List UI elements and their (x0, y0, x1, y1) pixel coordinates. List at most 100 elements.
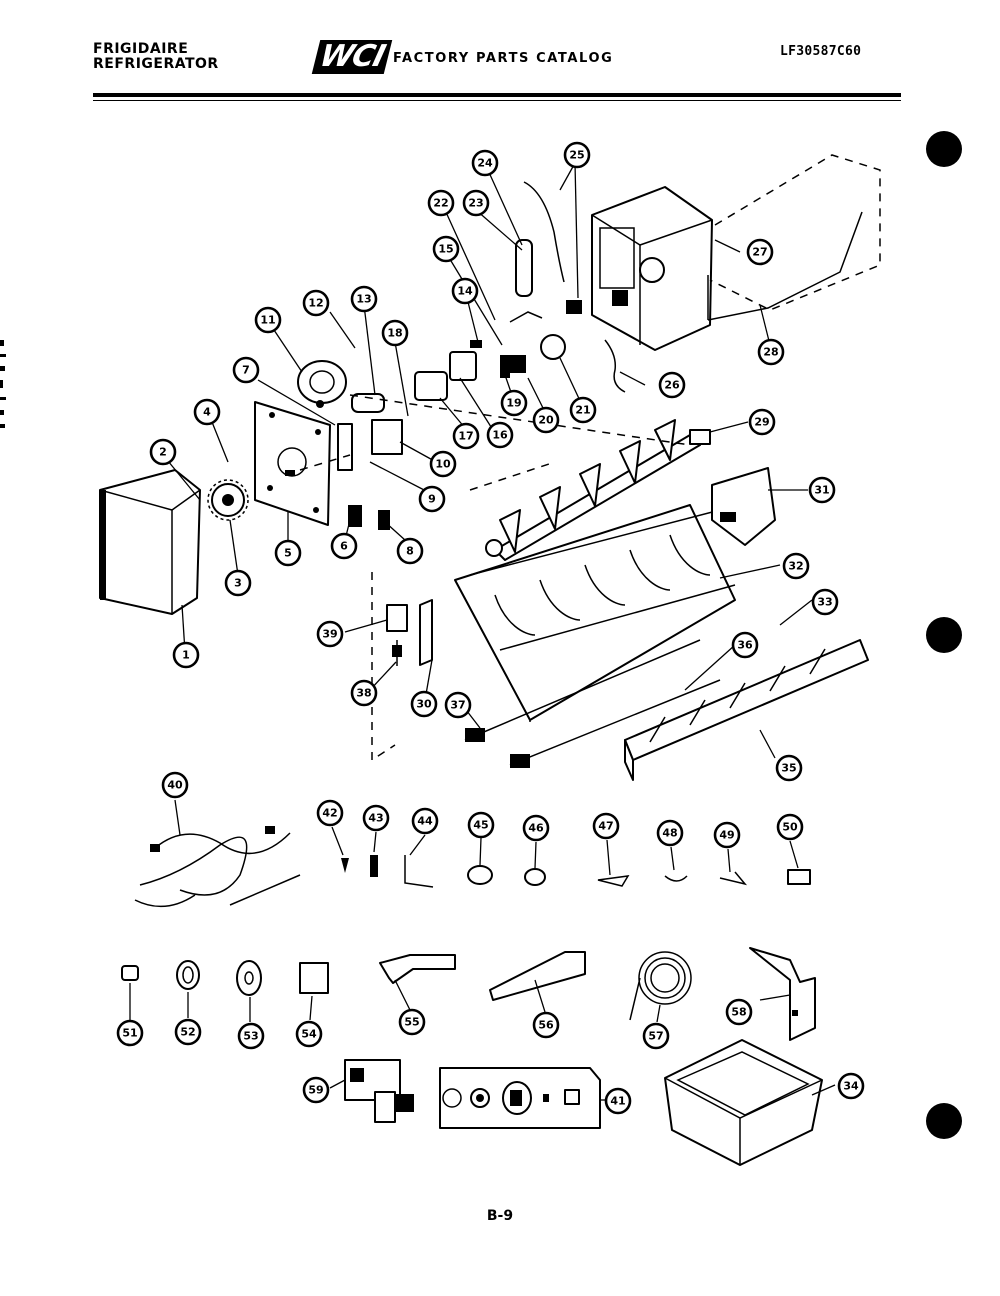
callout-35: 35 (775, 754, 803, 782)
page-number: B-9 (486, 1208, 514, 1224)
callout-11-label: 11 (260, 314, 275, 327)
callout-50-label: 50 (782, 821, 798, 834)
callout-3: 3 (224, 569, 252, 597)
callout-43-label: 43 (368, 812, 383, 825)
callout-41-label: 41 (610, 1095, 625, 1108)
brand-line-2: REFRIGERATOR (93, 56, 219, 72)
callout-27: 27 (746, 238, 774, 266)
callout-53-label: 53 (243, 1030, 258, 1043)
callout-24: 24 (471, 149, 499, 177)
callout-18-upper: 18 (381, 319, 409, 347)
part-drawing-gear (207, 479, 249, 521)
callout-30-label: 30 (416, 698, 432, 711)
callout-21: 21 (569, 396, 597, 424)
callout-34-label: 34 (843, 1080, 859, 1093)
leader-lines-middle-row (174, 799, 799, 876)
callout-49-label: 49 (719, 829, 734, 842)
callout-23-label: 23 (468, 197, 483, 210)
callout-39: 39 (316, 620, 344, 648)
callout-5: 5 (274, 539, 302, 567)
callout-43: 43 (362, 804, 390, 832)
callout-9: 9 (418, 485, 446, 513)
callout-20-label: 20 (538, 414, 554, 427)
callout-10-label: 10 (435, 458, 451, 471)
callout-58: 58 (725, 998, 753, 1026)
part-drawing-gasket-30 (419, 599, 433, 666)
callout-17: 17 (452, 422, 480, 450)
callout-13: 13 (350, 285, 378, 313)
callout-46-label: 46 (528, 822, 544, 835)
callout-29-label: 29 (754, 416, 769, 429)
callout-7-label: 7 (242, 364, 250, 377)
callout-19-label: 19 (506, 397, 521, 410)
callout-46: 46 (522, 814, 550, 842)
brand-line-1: FRIGIDAIRE (93, 41, 189, 57)
callout-51-label: 51 (122, 1027, 137, 1040)
callout-36: 36 (731, 631, 759, 659)
callout-7: 7 (232, 356, 260, 384)
callout-17-label: 17 (458, 430, 473, 443)
binder-hole-bottom (926, 1103, 962, 1139)
callout-54: 54 (295, 1020, 323, 1048)
part-drawing-bottom-row (121, 947, 816, 1041)
callout-33-label: 33 (817, 596, 832, 609)
callout-6: 6 (330, 532, 358, 560)
callout-16-label: 16 (492, 429, 508, 442)
callout-21-label: 21 (575, 404, 590, 417)
part-drawing-switch-bracket (337, 419, 403, 530)
callout-1: 1 (172, 641, 200, 669)
callout-9-label: 9 (428, 493, 436, 506)
callout-2: 2 (149, 438, 177, 466)
callout-4-label: 4 (203, 406, 211, 419)
model-number: LF30587C60 (780, 44, 862, 59)
callout-58-label: 58 (731, 1006, 746, 1019)
header-rule-thick (93, 93, 901, 97)
part-drawing-ice-bin (664, 1039, 823, 1166)
binder-hole-top (926, 131, 962, 167)
catalog-title: FACTORY PARTS CATALOG (393, 51, 614, 66)
part-drawing-control-housing (591, 186, 713, 351)
callout-8: 8 (396, 537, 424, 565)
callout-28-label: 28 (763, 346, 778, 359)
callout-59: 59 (302, 1076, 330, 1104)
part-drawing-heater (464, 639, 721, 768)
callout-8-label: 8 (406, 545, 414, 558)
callout-5-label: 5 (284, 547, 292, 560)
callout-44: 44 (411, 807, 439, 835)
callout-28: 28 (757, 338, 785, 366)
callout-22-label: 22 (433, 197, 448, 210)
part-drawing-motor (297, 360, 385, 413)
leader-lines (167, 162, 813, 759)
callout-56: 56 (532, 1011, 560, 1039)
part-drawing-wiring-harness (134, 826, 301, 908)
callout-26-label: 26 (664, 379, 680, 392)
callout-48-label: 48 (662, 827, 677, 840)
callout-20: 20 (532, 406, 560, 434)
callout-40-label: 40 (167, 779, 183, 792)
callout-54-label: 54 (301, 1028, 317, 1041)
callout-37: 37 (444, 691, 472, 719)
part-drawing-water-valve (344, 1059, 414, 1123)
callout-18-upper-label: 18 (387, 327, 402, 340)
callout-32: 32 (782, 552, 810, 580)
part-drawing-cover (99, 469, 201, 615)
callout-12-label: 12 (308, 297, 323, 310)
part-drawing-mount-plate (254, 401, 331, 526)
callout-47-label: 47 (598, 820, 613, 833)
callout-53: 53 (237, 1022, 265, 1050)
leader-lines-bottom-rows (129, 979, 836, 1101)
part-drawing-control-panel-41 (439, 1067, 601, 1129)
callout-49: 49 (713, 821, 741, 849)
callout-36-label: 36 (737, 639, 753, 652)
callout-59-label: 59 (308, 1084, 323, 1097)
callout-15-label: 15 (438, 243, 453, 256)
callout-52: 52 (174, 1018, 202, 1046)
callout-48: 48 (656, 819, 684, 847)
callout-2-label: 2 (159, 446, 167, 459)
callout-55: 55 (398, 1008, 426, 1036)
callout-35-label: 35 (781, 762, 796, 775)
part-drawing-shutoff-arm (707, 211, 863, 321)
callout-44-label: 44 (417, 815, 433, 828)
part-drawing-ejector (485, 419, 711, 561)
